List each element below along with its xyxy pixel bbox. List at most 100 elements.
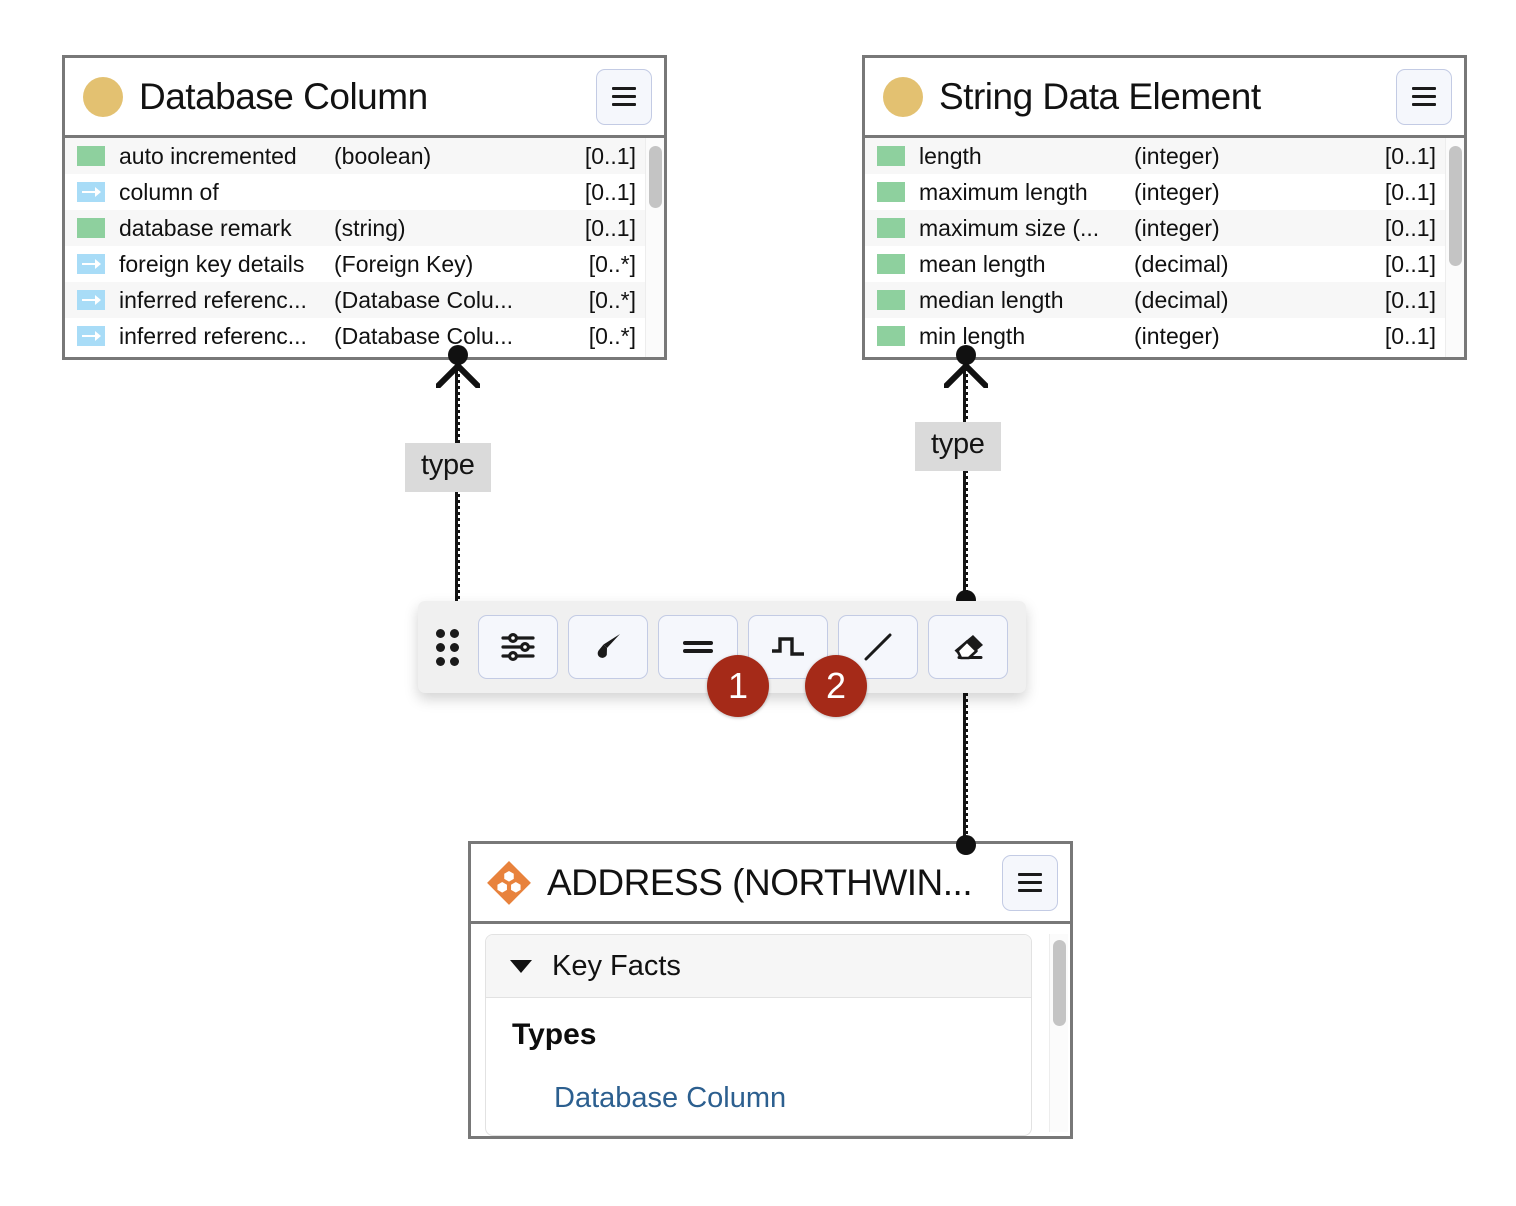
grip-dot <box>450 628 459 638</box>
hamburger-line <box>612 103 636 106</box>
table-row[interactable]: maximum size (... (integer) [0..1] <box>865 210 1446 246</box>
attribute-swatch-icon <box>77 218 105 238</box>
attribute-type: (decimal) <box>1134 286 1229 313</box>
type-circle-icon <box>83 76 123 117</box>
diagonal-line-icon <box>864 633 892 661</box>
scrollbar-thumb[interactable] <box>1449 146 1462 266</box>
attribute-type: (integer) <box>1134 178 1220 205</box>
attribute-name: mean length <box>919 250 1046 277</box>
table-row[interactable]: maximum length (integer) [0..1] <box>865 174 1446 210</box>
attribute-type: (integer) <box>1134 322 1220 349</box>
attribute-type: (Database Colu... <box>334 286 513 313</box>
toolbar-button-erase[interactable] <box>928 615 1008 679</box>
attribute-name: auto incremented <box>119 142 297 169</box>
type-link-database-column[interactable]: Database Column <box>554 1082 787 1114</box>
card-menu-button-string-data-element[interactable] <box>1396 68 1452 125</box>
chevron-down-icon[interactable] <box>510 959 532 973</box>
attribute-swatch-icon <box>877 254 905 274</box>
eraser-icon <box>954 635 983 660</box>
relation-arrow-icon <box>77 290 105 310</box>
attribute-cardinality: [0..*] <box>588 250 636 277</box>
card-body-database-column: auto incremented (boolean) [0..1] column… <box>65 138 664 357</box>
edge-label-type-left[interactable]: type <box>405 443 491 492</box>
vertical-scrollbar[interactable] <box>1049 934 1068 1132</box>
hamburger-line <box>1018 889 1042 892</box>
package-diamond-icon <box>487 860 531 905</box>
attribute-cardinality: [0..1] <box>584 142 636 169</box>
relation-arrow-icon <box>77 326 105 346</box>
detail-panel-body: Key Facts Types Database Column <box>471 924 1070 1136</box>
edge-label-type-right[interactable]: type <box>915 422 1001 471</box>
table-row[interactable]: median length (decimal) [0..1] <box>865 282 1446 318</box>
sliders-icon <box>501 632 535 662</box>
entity-card-string-data-element[interactable]: String Data Element length (integer) [0.… <box>862 55 1467 360</box>
table-row[interactable]: inferred referenc... (Database Colu... [… <box>65 318 646 354</box>
grip-dot <box>450 656 459 666</box>
drag-grip-icon[interactable] <box>436 628 462 666</box>
edge-endpoint-database-column[interactable] <box>448 345 468 365</box>
toolbar-button-settings[interactable] <box>478 615 558 679</box>
attribute-swatch-icon <box>877 182 905 202</box>
table-row[interactable]: min length (integer) [0..1] <box>865 318 1446 354</box>
attribute-name: maximum length <box>919 178 1088 205</box>
entity-card-database-column[interactable]: Database Column auto incremented (boolea… <box>62 55 667 360</box>
attribute-name: inferred referenc... <box>119 286 307 313</box>
card-body-string-data-element: length (integer) [0..1] maximum length (… <box>865 138 1464 357</box>
table-row[interactable]: inferred referenc... (Database Colu... [… <box>65 282 646 318</box>
key-facts-header[interactable]: Key Facts <box>486 935 1031 998</box>
attribute-cardinality: [0..*] <box>588 322 636 349</box>
key-facts-content: Types Database Column <box>486 998 1031 1115</box>
hamburger-line <box>612 95 636 98</box>
grip-dot <box>436 642 445 652</box>
table-row[interactable]: mean length (decimal) [0..1] <box>865 246 1446 282</box>
types-heading: Types <box>512 1018 597 1051</box>
edge-address-to-string-data-element-lower[interactable] <box>963 672 968 852</box>
attribute-name: median length <box>919 286 1064 313</box>
relation-arrow-icon <box>77 254 105 274</box>
edge-address-to-string-data-element-upper[interactable] <box>963 365 968 615</box>
attribute-type: (decimal) <box>1134 250 1229 277</box>
attribute-type: (boolean) <box>334 142 432 169</box>
hamburger-line <box>1412 95 1436 98</box>
attribute-type: (integer) <box>1134 142 1220 169</box>
hamburger-line <box>612 87 636 90</box>
table-row[interactable]: foreign key details (Foreign Key) [0..*] <box>65 246 646 282</box>
edge-endpoint-string-data-element[interactable] <box>956 345 976 365</box>
attribute-cardinality: [0..1] <box>1384 286 1436 313</box>
scrollbar-thumb[interactable] <box>1053 940 1066 1026</box>
vertical-scrollbar[interactable] <box>645 138 664 357</box>
attribute-type: (string) <box>334 214 406 241</box>
relation-arrow-icon <box>77 182 105 202</box>
attribute-swatch-icon <box>877 290 905 310</box>
detail-panel-menu-button[interactable] <box>1002 854 1058 911</box>
attribute-swatch-icon <box>877 218 905 238</box>
table-row[interactable]: auto incremented (boolean) [0..1] <box>65 138 646 174</box>
toolbar-button-style[interactable] <box>568 615 648 679</box>
attribute-cardinality: [0..1] <box>1384 250 1436 277</box>
attribute-name: length <box>919 142 982 169</box>
attribute-type: (Database Colu... <box>334 322 513 349</box>
detail-panel-address[interactable]: ADDRESS (NORTHWIN... Key Facts Types Dat… <box>468 841 1073 1139</box>
card-title-string-data-element: String Data Element <box>939 75 1261 117</box>
paintbrush-icon <box>597 634 620 658</box>
attribute-name: inferred referenc... <box>119 322 307 349</box>
attribute-cardinality: [0..1] <box>1384 322 1436 349</box>
table-row[interactable]: database remark (string) [0..1] <box>65 210 646 246</box>
type-circle-icon <box>883 76 923 117</box>
detail-panel-header: ADDRESS (NORTHWIN... <box>471 844 1070 924</box>
attribute-cardinality: [0..*] <box>588 286 636 313</box>
arrowhead-database-column <box>436 362 480 388</box>
hamburger-line <box>1018 873 1042 876</box>
table-row[interactable]: length (integer) [0..1] <box>865 138 1446 174</box>
hamburger-line <box>1018 881 1042 884</box>
scrollbar-thumb[interactable] <box>649 146 662 208</box>
attribute-type: (Foreign Key) <box>334 250 474 277</box>
vertical-scrollbar[interactable] <box>1445 138 1464 357</box>
table-row[interactable]: column of [0..1] <box>65 174 646 210</box>
card-menu-button-database-column[interactable] <box>596 68 652 125</box>
key-facts-label: Key Facts <box>552 949 681 982</box>
edge-endpoint-address-panel[interactable] <box>956 835 976 855</box>
detail-panel-title: ADDRESS (NORTHWIN... <box>547 861 973 903</box>
attribute-cardinality: [0..1] <box>1384 178 1436 205</box>
grip-dot <box>450 642 459 652</box>
